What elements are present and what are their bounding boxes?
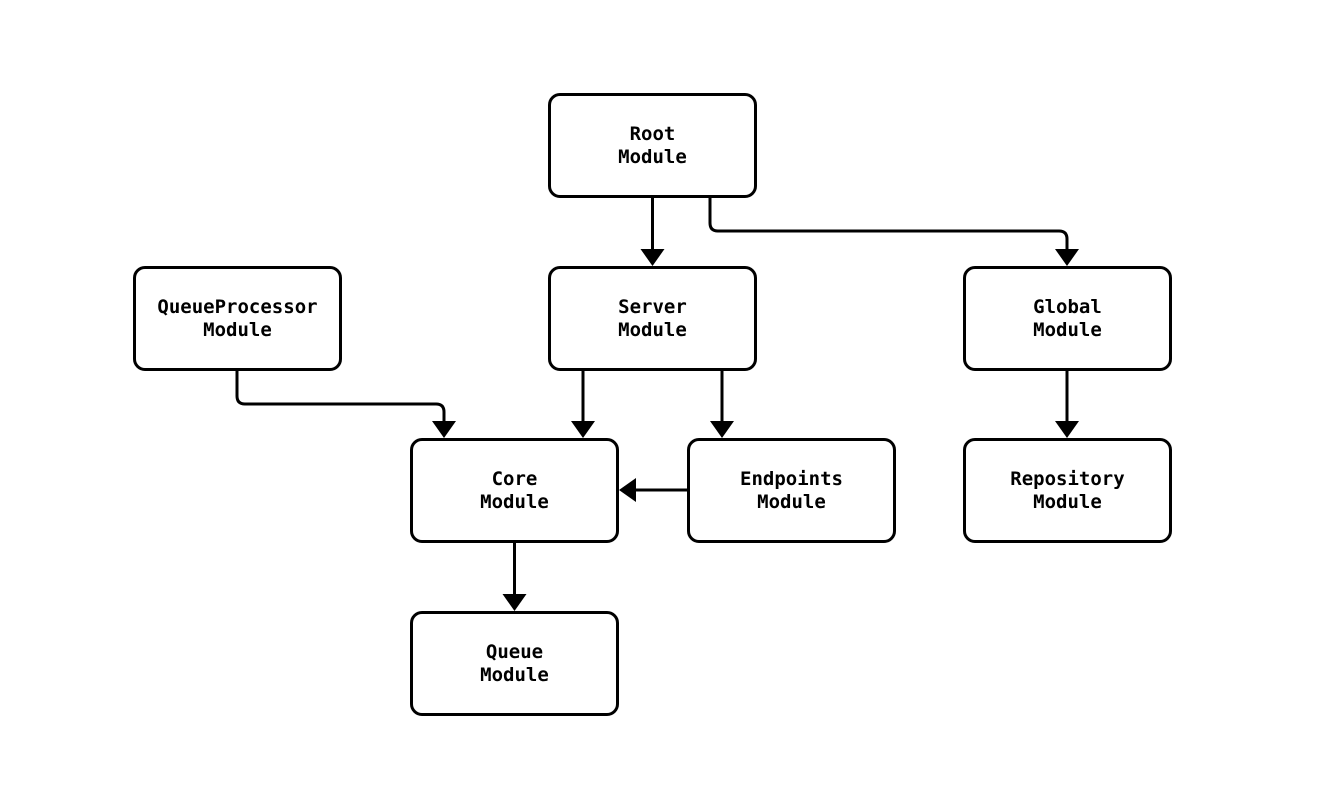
node-root-module: Root Module [548, 93, 757, 198]
node-core-module: Core Module [410, 438, 619, 543]
node-queue-module: Queue Module [410, 611, 619, 716]
node-repository-module: Repository Module [963, 438, 1172, 543]
node-queue-module-label: Queue Module [480, 640, 549, 686]
edge-server-to-core [571, 371, 595, 438]
node-server-module-label: Server Module [618, 295, 687, 341]
node-queueprocessor-module: QueueProcessor Module [133, 266, 342, 371]
node-repository-module-label: Repository Module [1010, 467, 1125, 513]
node-server-module: Server Module [548, 266, 757, 371]
node-core-module-label: Core Module [480, 467, 549, 513]
node-global-module-label: Global Module [1033, 295, 1102, 341]
node-endpoints-module: Endpoints Module [687, 438, 896, 543]
node-global-module: Global Module [963, 266, 1172, 371]
edge-root-to-global [708, 198, 1079, 266]
edge-global-to-repository [1055, 371, 1079, 438]
edge-root-to-server [640, 198, 665, 266]
edge-core-to-queue [502, 543, 527, 611]
node-endpoints-module-label: Endpoints Module [740, 467, 843, 513]
edge-queueprocessor-to-core [235, 371, 456, 438]
edge-endpoints-to-core [619, 478, 687, 502]
node-queueprocessor-module-label: QueueProcessor Module [157, 295, 318, 341]
edge-server-to-endpoints [710, 371, 734, 438]
node-root-module-label: Root Module [618, 122, 687, 168]
